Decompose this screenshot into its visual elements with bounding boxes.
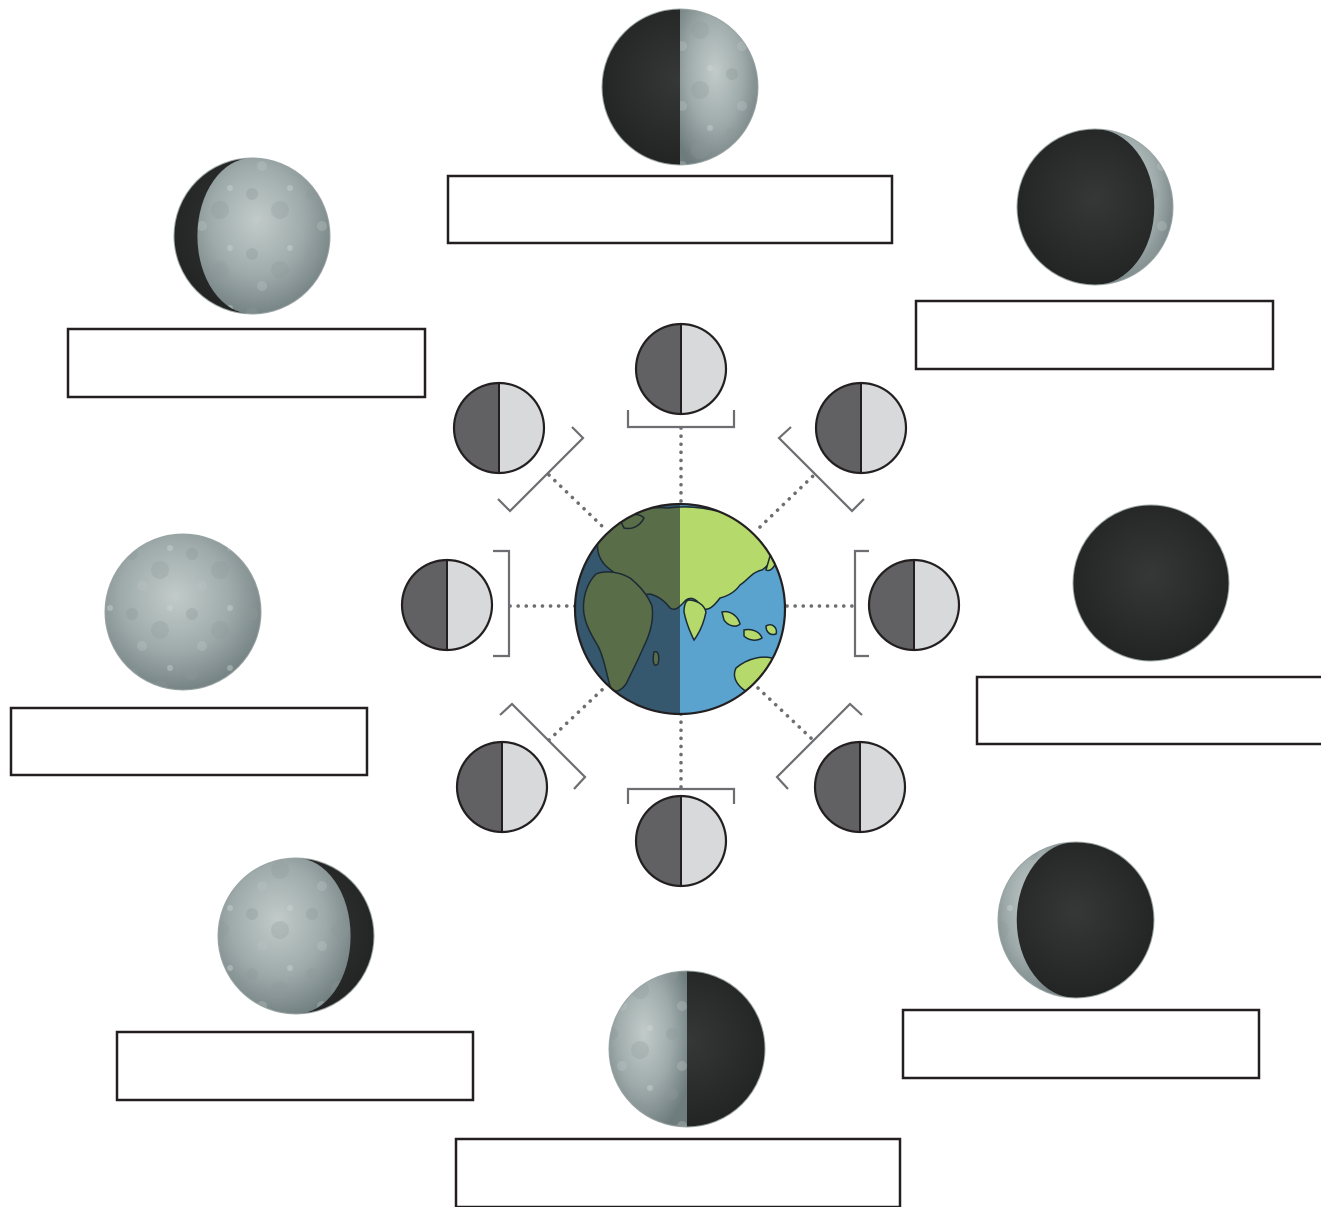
phase-left-moon xyxy=(105,534,261,690)
orbit-moon-bottom xyxy=(636,796,726,886)
orbit-moon-bottom-dark-half xyxy=(636,796,681,886)
orbit-moon-left-lit-half xyxy=(447,560,492,650)
label-box-top-left[interactable] xyxy=(68,329,425,397)
phase-top-left-craters xyxy=(197,158,330,314)
phase-left-craters xyxy=(105,534,261,690)
orbit-moon-bottom-left xyxy=(457,742,547,832)
orbit-moon-bottom-left-lit-half xyxy=(502,742,547,832)
orbit-moon-left xyxy=(402,560,492,650)
label-box-bottom[interactable] xyxy=(456,1139,900,1207)
orbit-moon-top-left xyxy=(454,383,544,473)
phase-right-dark-disc xyxy=(1073,505,1229,661)
orbit-moon-top-dark-half xyxy=(636,324,681,414)
bracket-left xyxy=(493,551,509,656)
orbit-moon-right xyxy=(869,560,959,650)
guide-line-bottom-left xyxy=(549,688,604,740)
orbit-moon-bottom-left-dark-half xyxy=(457,742,502,832)
orbit-moon-top-lit-half xyxy=(681,324,726,414)
phase-bottom-craters xyxy=(609,971,687,1127)
phase-right-moon xyxy=(1073,505,1229,661)
bracket-right xyxy=(855,551,869,656)
guide-line-top-right xyxy=(760,476,813,527)
orbit-moon-bottom-right xyxy=(815,742,905,832)
phase-top-craters xyxy=(680,9,758,165)
orbit-moon-top-right-dark-half xyxy=(816,383,861,473)
phase-top-left-moon xyxy=(174,158,330,314)
phase-bottom-right-moon xyxy=(998,842,1154,998)
orbit-moon-bottom-right-lit-half xyxy=(860,742,905,832)
label-box-left[interactable] xyxy=(11,708,367,775)
label-box-top-right[interactable] xyxy=(916,301,1273,369)
phase-top-right-moon xyxy=(1017,129,1173,285)
phase-bottom-moon xyxy=(609,971,765,1127)
orbit-moon-right-dark-half xyxy=(869,560,914,650)
orbit-moon-top xyxy=(636,324,726,414)
label-box-right[interactable] xyxy=(977,677,1321,744)
orbit-moon-top-right xyxy=(816,383,906,473)
orbit-moon-right-lit-half xyxy=(914,560,959,650)
label-box-top[interactable] xyxy=(448,176,892,243)
guide-line-top-left xyxy=(549,475,603,527)
guide-line-bottom-right xyxy=(758,688,813,740)
orbit-moon-top-left-lit-half xyxy=(499,383,544,473)
orbit-moon-bottom-lit-half xyxy=(681,796,726,886)
orbit-moon-left-dark-half xyxy=(402,560,447,650)
phase-bottom-left-craters xyxy=(218,858,351,1014)
label-box-bottom-right[interactable] xyxy=(903,1010,1259,1078)
earth-globe xyxy=(575,504,785,714)
orbit-moon-top-right-lit-half xyxy=(861,383,906,473)
phase-bottom-left-moon xyxy=(218,858,374,1014)
label-box-bottom-left[interactable] xyxy=(117,1032,473,1100)
phase-top-moon xyxy=(602,9,758,165)
orbit-moon-bottom-right-dark-half xyxy=(815,742,860,832)
orbit-moon-top-left-dark-half xyxy=(454,383,499,473)
